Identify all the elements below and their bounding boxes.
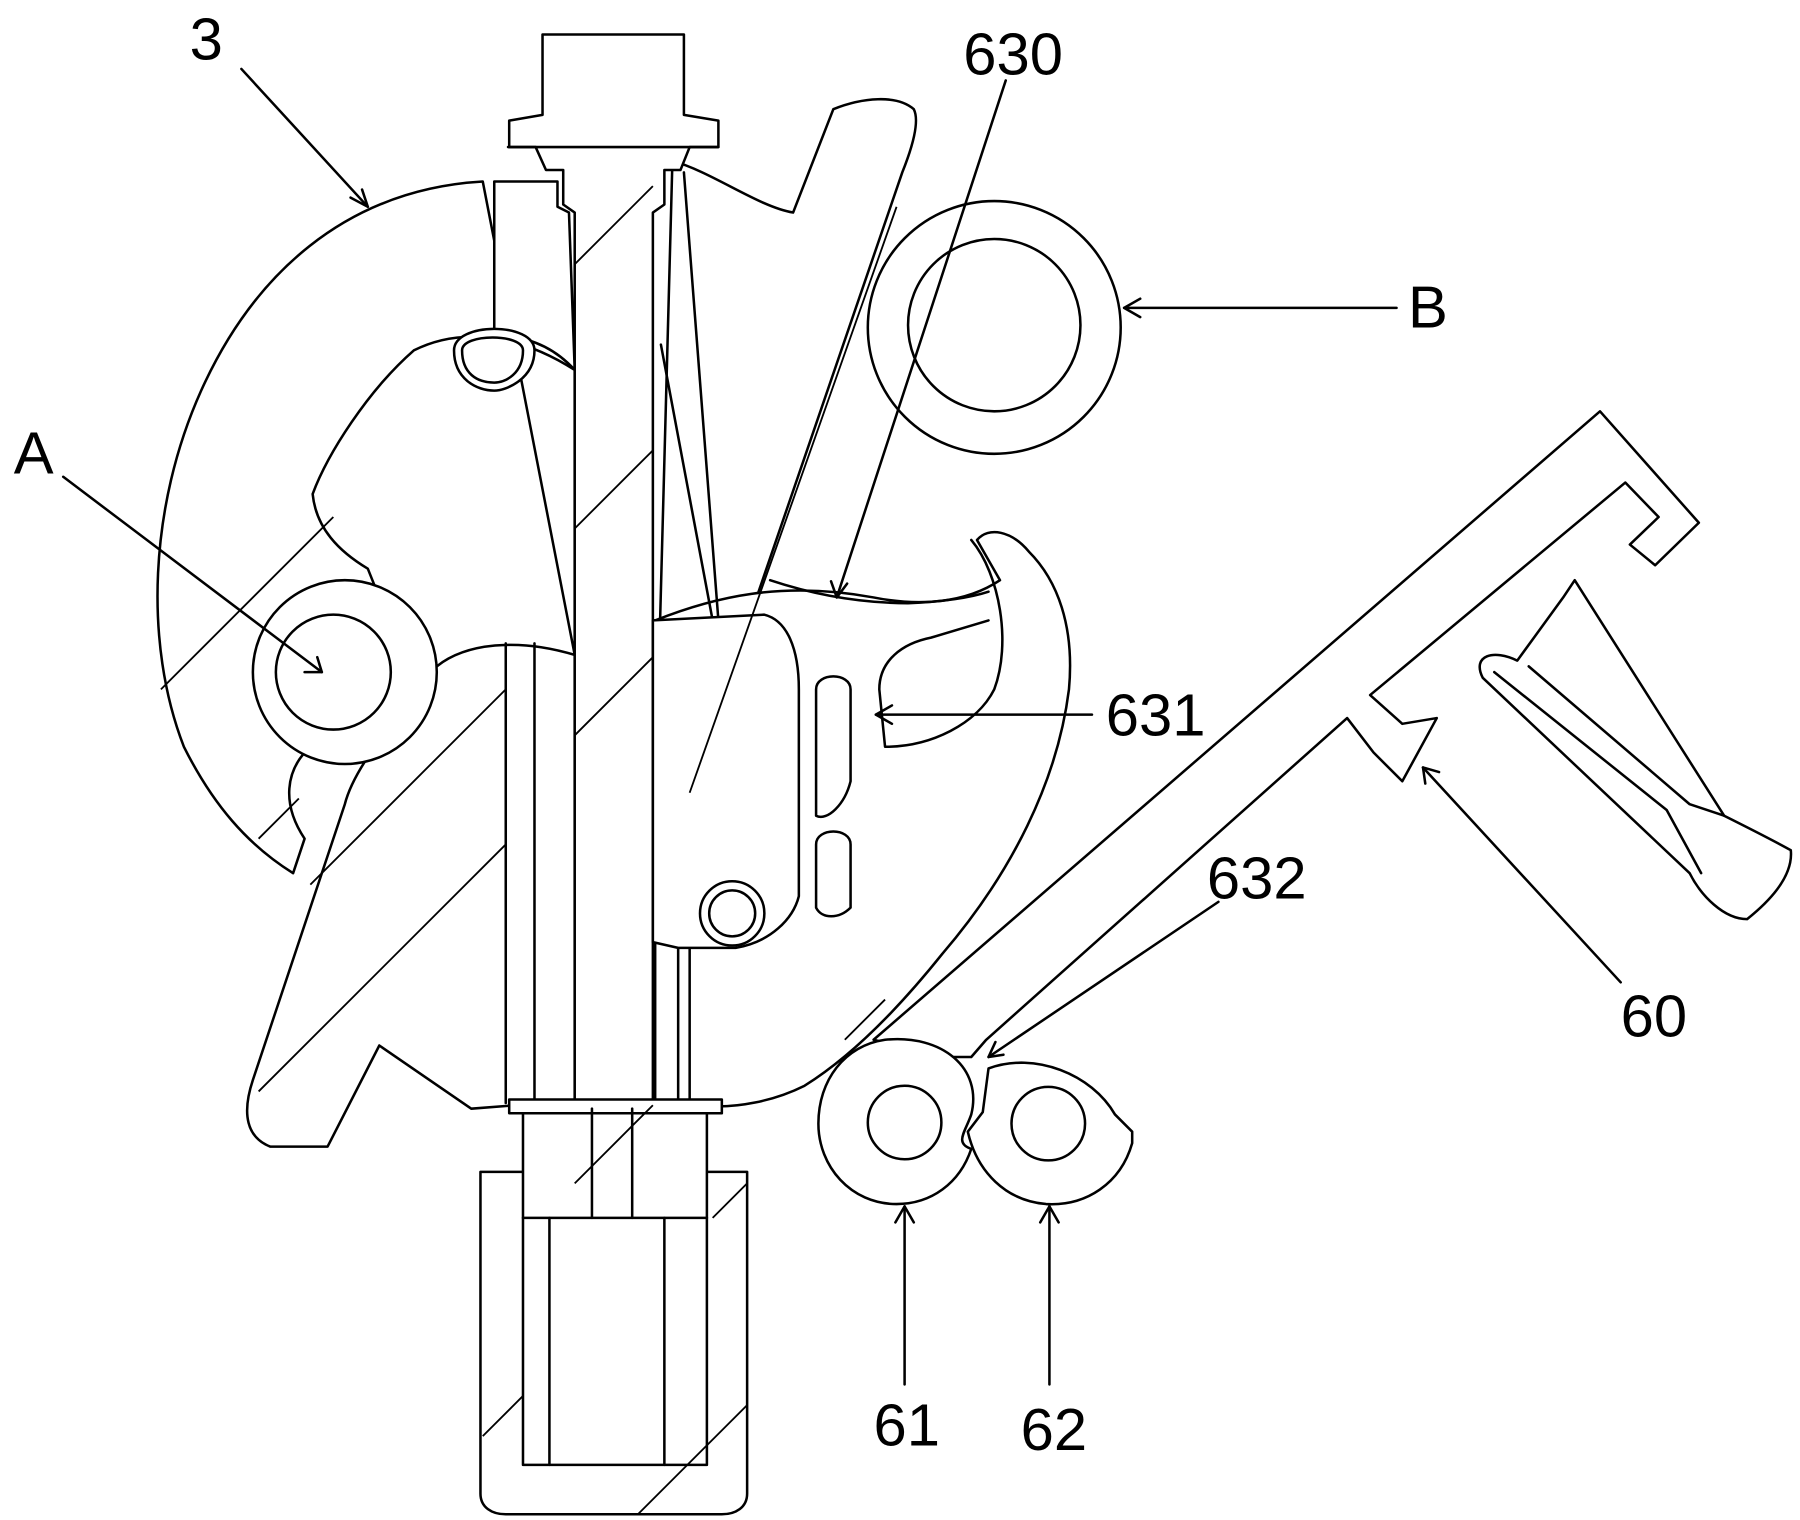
roller-62 xyxy=(966,1061,1134,1206)
roller-61 xyxy=(817,1037,975,1206)
label-part-60: 60 xyxy=(1621,982,1687,1049)
label-part-62: 62 xyxy=(1021,1396,1087,1463)
pin-b xyxy=(866,199,1122,456)
pin-a xyxy=(251,578,439,766)
label-part-631: 631 xyxy=(1106,681,1206,748)
label-detail-b: B xyxy=(1408,273,1448,340)
leader-lines xyxy=(61,67,1622,1386)
section-hatching xyxy=(160,185,898,1515)
label-part-3: 3 xyxy=(190,6,223,73)
label-detail-a: A xyxy=(14,419,54,486)
upper-pin xyxy=(452,327,536,392)
label-part-632: 632 xyxy=(1207,844,1307,911)
slider-block xyxy=(651,613,852,950)
bottom-housing xyxy=(479,1098,749,1516)
lever-part-60 xyxy=(872,410,1793,1059)
label-part-61: 61 xyxy=(874,1391,940,1458)
label-part-630: 630 xyxy=(963,21,1063,88)
